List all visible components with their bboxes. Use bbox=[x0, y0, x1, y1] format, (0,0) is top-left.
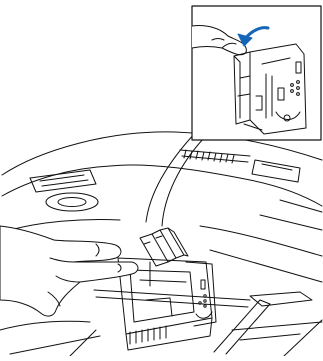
detail-inset bbox=[192, 6, 321, 140]
callout-pointer bbox=[146, 132, 204, 226]
holder-front-slots bbox=[130, 326, 166, 344]
hand-main bbox=[0, 226, 138, 316]
cartridge-holder bbox=[118, 228, 216, 350]
